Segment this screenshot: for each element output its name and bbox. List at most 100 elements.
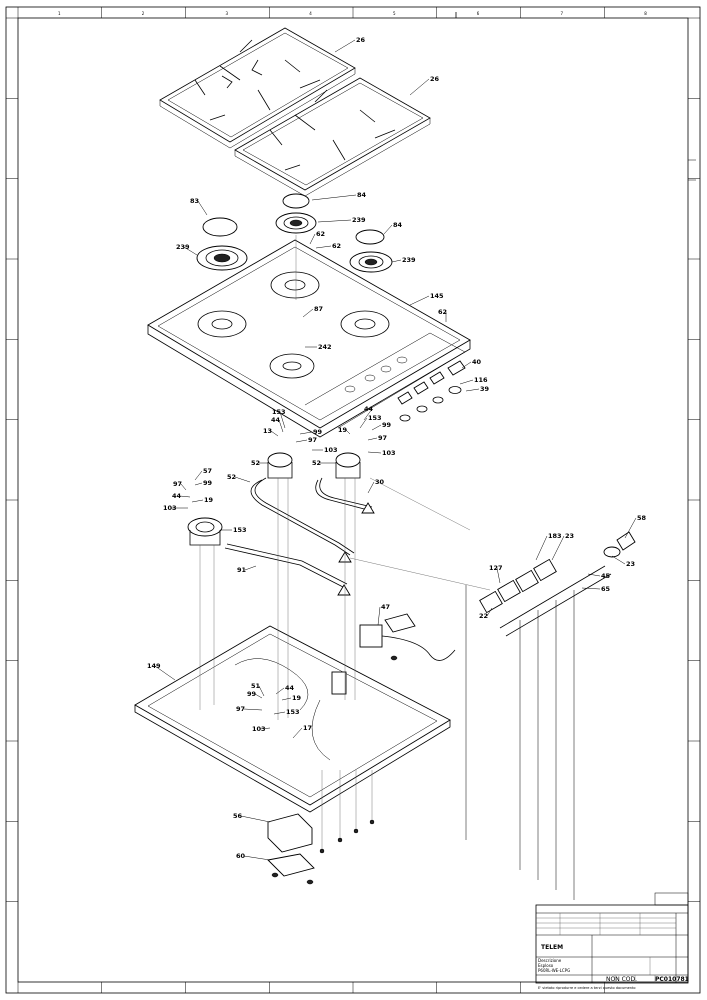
part-number-39: 39 [480,385,490,393]
part-number-51: 51 [251,682,261,690]
part-number-145: 145 [430,292,444,300]
leader-line [299,431,313,435]
border-mark: 5 [393,11,396,16]
leader-line [278,419,284,433]
part-number-19: 19 [204,496,214,504]
part-number-91: 91 [237,566,247,574]
border-mark: 7 [561,11,564,16]
leader-line [409,78,430,96]
border-mark: 8 [644,11,647,16]
leader-line [302,308,314,318]
part-number-103: 103 [163,504,177,512]
gas-pipes [224,477,375,596]
part-number-99: 99 [203,479,213,487]
leader-line [194,482,203,486]
part-number-97: 97 [308,436,317,444]
leader-line [371,424,382,431]
leader-line [254,693,263,699]
control-knobs [397,360,466,422]
code-label: NON COD. [606,976,637,983]
part-number-153: 153 [272,408,286,416]
leader-line [581,587,601,590]
leader-line [459,379,474,385]
part-number-44: 44 [271,416,281,424]
part-number-45: 45 [601,572,611,580]
part-number-13: 13 [263,427,272,435]
part-number-239: 239 [402,256,416,264]
part-number-17: 17 [303,724,312,732]
part-number-44: 44 [172,492,182,500]
gas-manifold [465,531,636,900]
part-number-44: 44 [364,405,374,413]
leader-line [551,535,565,561]
part-number-239: 239 [176,243,190,251]
footer-note: E' vietato riprodurre e cedere a terzi q… [538,986,636,990]
part-number-99: 99 [313,428,323,436]
leader-line [359,417,368,429]
leader-line [270,430,279,437]
part-number-40: 40 [472,358,482,366]
leader-line [258,685,265,697]
bottom-tray [134,625,451,813]
ignition-unit [359,613,456,661]
part-number-23: 23 [565,532,574,540]
leader-line [465,388,480,392]
part-number-47: 47 [381,603,390,611]
leader-line [243,708,263,711]
leader-line [383,224,393,235]
leader-line [587,573,601,577]
pan-support-right [234,77,431,197]
leader-line [234,476,251,483]
leader-line [273,711,286,715]
part-number-62: 62 [332,242,341,250]
sheet-frame [5,6,701,994]
part-number-83: 83 [190,197,199,205]
leader-line [279,411,286,429]
part-number-127: 127 [489,564,503,572]
leader-line [363,408,373,421]
pan-support-left [159,27,356,149]
part-number-56: 56 [233,812,243,820]
burner-heads [196,212,393,354]
leader-line [154,665,176,681]
model-line-1: Esploso [538,963,554,968]
part-number-242: 242 [318,343,332,351]
drawing-number: PC010781 [655,976,689,983]
leader-line [334,39,356,53]
leader-line [259,727,271,730]
part-number-62: 62 [438,308,447,316]
part-number-99: 99 [382,421,392,429]
leader-line [535,535,548,561]
leader-line [409,295,430,306]
leader-line [461,361,472,369]
leader-line [194,470,203,481]
part-number-19: 19 [338,426,348,434]
part-number-116: 116 [474,376,488,384]
leader-line [292,727,303,739]
part-number-58: 58 [637,514,647,522]
part-number-52: 52 [251,459,260,467]
part-number-99: 99 [247,690,257,698]
border-mark: 3 [226,11,229,16]
mounting-bracket [267,813,375,885]
border-mark: 6 [477,11,480,16]
part-number-26: 26 [430,75,440,83]
part-number-103: 103 [324,446,338,454]
leader-line [244,565,257,571]
leader-line [317,219,352,223]
part-number-97: 97 [173,480,182,488]
part-number-239: 239 [352,216,366,224]
leader-line [243,855,271,861]
part-number-labels: 2626838423962628423923914587526224240116… [147,36,647,860]
leader-line [309,233,316,245]
part-number-183: 183 [548,532,562,540]
part-number-26: 26 [356,36,366,44]
border-mark: 2 [142,11,145,16]
leader-line [295,439,308,443]
part-number-97: 97 [236,705,245,713]
part-number-65: 65 [601,585,611,593]
part-number-23: 23 [626,560,635,568]
